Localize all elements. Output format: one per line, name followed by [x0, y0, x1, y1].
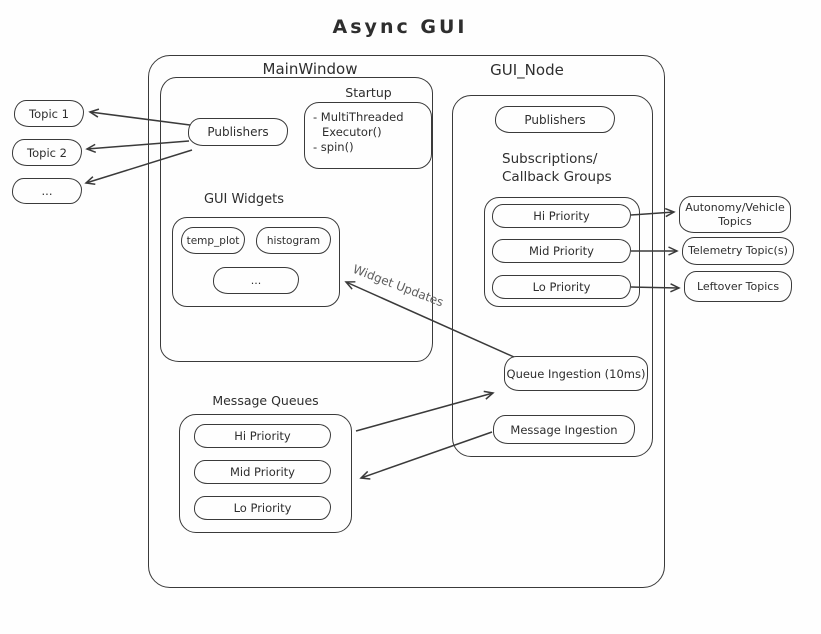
queue-hi-box: Hi Priority [194, 424, 331, 448]
gui-widgets-label: GUI Widgets [203, 192, 285, 207]
queue-mid-box: Mid Priority [194, 460, 331, 484]
startup-items: - MultiThreaded Executor() - spin() [313, 110, 428, 155]
widget-more-label: ... [250, 274, 262, 287]
mainwindow-publishers-box: Publishers [188, 118, 288, 146]
widget-temp-plot-box: temp_plot [181, 227, 245, 254]
startup-item-executor: - MultiThreaded Executor() [313, 110, 404, 139]
callback-groups-container [484, 197, 640, 307]
callback-group-mid-label: Mid Priority [528, 244, 594, 258]
mainwindow-publishers-label: Publishers [207, 125, 269, 139]
message-queues-container [179, 414, 352, 533]
topic1-label: Topic 1 [29, 106, 69, 121]
queue-ingestion-box: Queue Ingestion (10ms) [504, 356, 648, 391]
message-ingestion-box: Message Ingestion [493, 415, 635, 444]
guinode-publishers-label: Publishers [524, 112, 586, 127]
topic2-label: Topic 2 [27, 145, 67, 160]
autonomy-topics-label: Autonomy/Vehicle Topics [685, 200, 785, 228]
queue-lo-box: Lo Priority [194, 496, 331, 520]
widget-temp-plot-label: temp_plot [186, 234, 240, 247]
leftover-topics-box: Leftover Topics [684, 271, 792, 302]
topic-more-label: ... [41, 184, 53, 198]
topic-more-box: ... [12, 178, 82, 204]
callback-group-lo-label: Lo Priority [532, 280, 591, 294]
widget-more-box: ... [213, 267, 299, 294]
telemetry-topics-box: Telemetry Topic(s) [682, 237, 794, 265]
widget-histogram-box: histogram [256, 227, 331, 254]
callback-group-hi-box: Hi Priority [492, 204, 631, 228]
autonomy-topics-box: Autonomy/Vehicle Topics [679, 196, 791, 233]
topic1-box: Topic 1 [14, 100, 84, 127]
startup-item-spin: - spin() [313, 139, 354, 154]
telemetry-topics-label: Telemetry Topic(s) [688, 244, 788, 258]
queue-lo-label: Lo Priority [233, 501, 292, 515]
mainwindow-container [160, 77, 433, 362]
gui-widgets-container [172, 217, 340, 307]
queue-hi-label: Hi Priority [234, 429, 291, 443]
startup-box [304, 102, 432, 169]
diagram-title: Async GUI [332, 16, 468, 38]
subscriptions-label: Subscriptions/ Callback Groups [502, 151, 612, 185]
leftover-topics-label: Leftover Topics [696, 279, 780, 293]
message-queues-label: Message Queues [212, 393, 319, 408]
queue-ingestion-label: Queue Ingestion (10ms) [506, 366, 646, 381]
outer-container [148, 55, 665, 588]
guinode-container [452, 95, 653, 457]
topic2-box: Topic 2 [12, 139, 82, 166]
callback-group-hi-label: Hi Priority [533, 209, 590, 223]
guinode-publishers-box: Publishers [495, 106, 615, 133]
message-ingestion-label: Message Ingestion [510, 422, 618, 437]
callback-group-lo-box: Lo Priority [492, 275, 631, 299]
guinode-label: GUI_Node [490, 61, 564, 79]
callback-group-mid-box: Mid Priority [492, 239, 631, 263]
queue-mid-label: Mid Priority [229, 465, 295, 479]
widget-histogram-label: histogram [266, 234, 321, 247]
startup-label: Startup [345, 85, 392, 100]
mainwindow-label: MainWindow [262, 60, 358, 78]
